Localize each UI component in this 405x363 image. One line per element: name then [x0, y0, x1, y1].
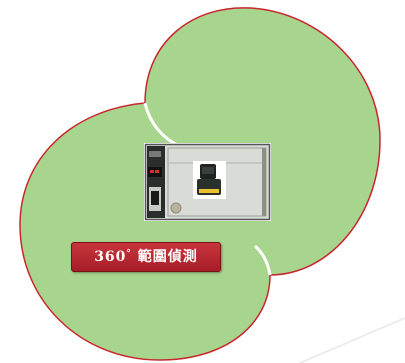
detection-value: 360	[94, 249, 127, 265]
detection-range-label: 360° 範圍偵測	[71, 242, 221, 272]
lidar-scanner-icon	[193, 161, 226, 199]
background-guide-line	[299, 317, 405, 363]
degree-unit: °	[126, 249, 132, 259]
zone-seam-lower	[253, 244, 272, 276]
scanner-photo	[144, 143, 271, 221]
detection-text: 範圍偵測	[137, 249, 198, 265]
